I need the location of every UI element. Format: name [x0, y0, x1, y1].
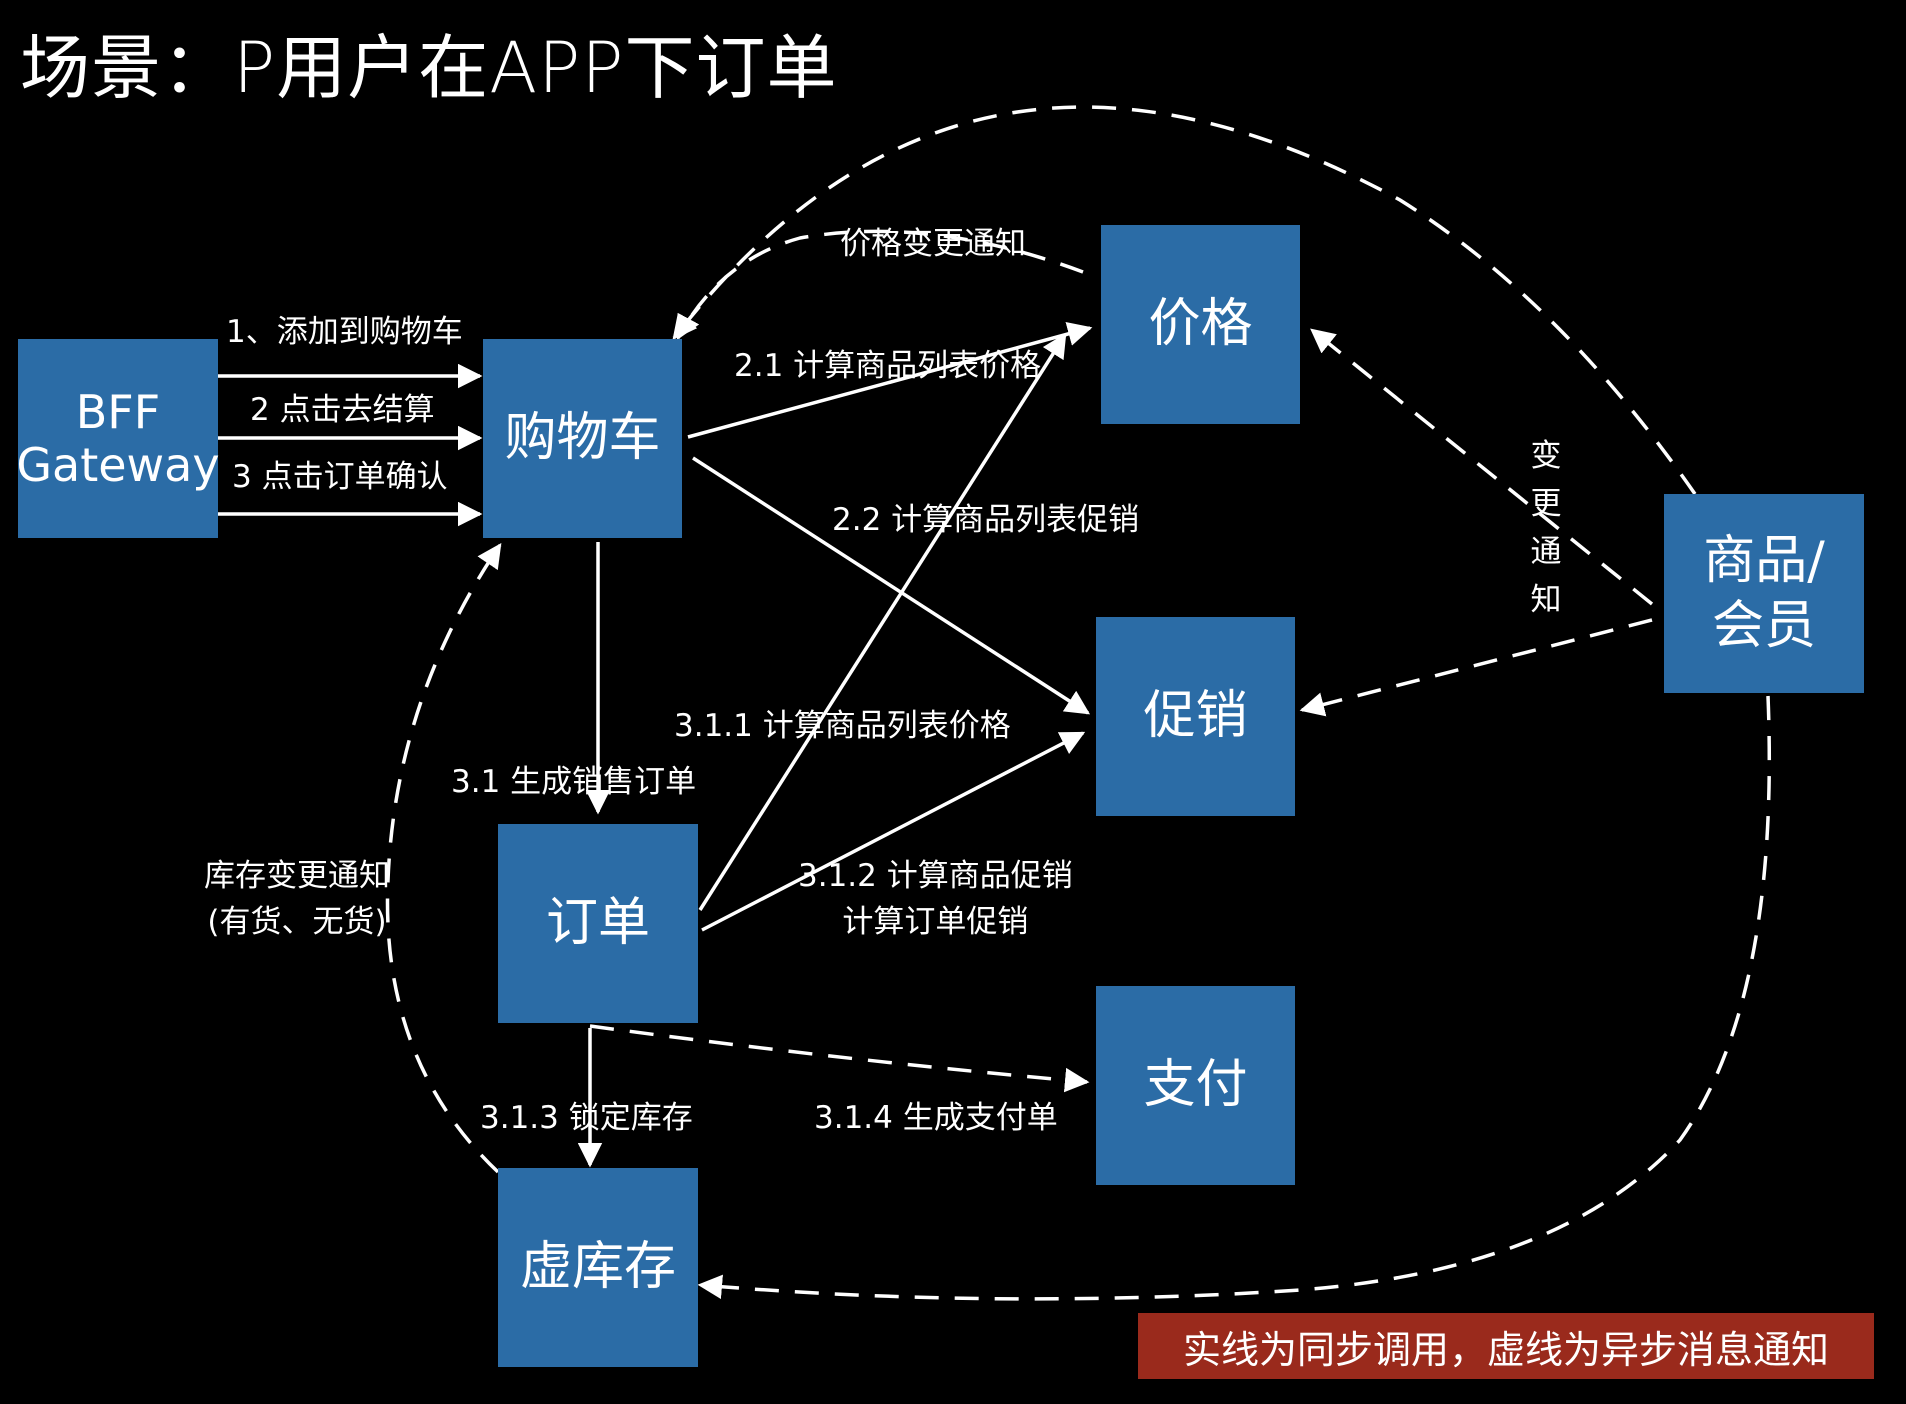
node-cart: 购物车: [483, 339, 682, 538]
label-create-order: 3.1 生成销售订单: [451, 764, 697, 800]
node-product-member: 商品/会员: [1664, 494, 1864, 693]
label-change-notify-char: 变: [1530, 438, 1562, 474]
label-lock-stock: 3.1.3 锁定库存: [480, 1100, 693, 1136]
node-product-line1: 商品/: [1703, 530, 1825, 591]
edge-calc-price: [687, 321, 1093, 439]
label-change-notify-char: 知: [1530, 582, 1562, 618]
edge-product-price: [1310, 328, 1654, 606]
node-bff-line2: Gateway: [16, 437, 220, 492]
node-order: 订单: [498, 824, 698, 1023]
node-bff-line1: BFF: [75, 384, 161, 439]
edge-price-notify: [676, 229, 1084, 341]
node-stock: 虚库存: [498, 1168, 698, 1367]
label-order-price: 3.1.1 计算商品列表价格: [674, 708, 1011, 744]
label-order-promo: 3.1.2 计算商品促销 计算订单促销: [798, 856, 1073, 943]
label-change-notify-char: 更: [1530, 486, 1562, 522]
edge-stock-notify: [385, 542, 502, 1174]
page-title: 场景：P用户在APP下订单: [20, 27, 838, 109]
edge-product-stock-arc: [697, 695, 1772, 1301]
label-calc-promo: 2.2 计算商品列表促销: [832, 502, 1140, 538]
label-change-notify: 变 更 通 知: [1526, 432, 1566, 624]
edge-product-cart-arc: [672, 105, 1697, 495]
node-price: 价格: [1101, 225, 1300, 424]
label-confirm: 3 点击订单确认: [232, 459, 448, 495]
edge-order-price: [698, 332, 1067, 911]
edge-product-promo: [1299, 618, 1653, 717]
edge-order-promo: [701, 731, 1086, 932]
label-change-notify-char: 通: [1530, 534, 1562, 570]
label-stock-notify: 库存变更通知 (有货、无货): [204, 856, 390, 943]
node-promo: 促销: [1096, 617, 1295, 816]
label-stock-notify-line2: (有货、无货): [207, 904, 387, 941]
label-calc-price: 2.1 计算商品列表价格: [734, 348, 1042, 384]
label-price-notify: 价格变更通知: [840, 226, 1026, 262]
label-order-promo-line1: 3.1.2 计算商品促销: [798, 858, 1073, 894]
label-order-promo-line2: 计算订单促销: [842, 904, 1029, 941]
label-checkout: 2 点击去结算: [250, 392, 435, 428]
edge-calc-promo: [692, 456, 1091, 715]
node-pay: 支付: [1096, 986, 1295, 1185]
label-stock-notify-line1: 库存变更通知: [204, 858, 390, 894]
edge-create-pay: [589, 1024, 1090, 1093]
label-add-to-cart: 1、添加到购物车: [226, 314, 463, 350]
label-create-pay: 3.1.4 生成支付单: [814, 1100, 1058, 1136]
node-product-line2: 会员: [1711, 595, 1816, 656]
legend: 实线为同步调用，虚线为异步消息通知: [1138, 1313, 1874, 1379]
